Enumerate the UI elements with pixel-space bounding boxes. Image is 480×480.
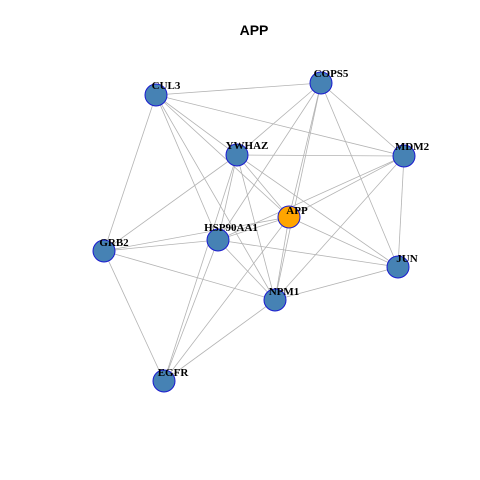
node-label-hsp90aa1: HSP90AA1 bbox=[204, 222, 258, 234]
node-npm1[interactable] bbox=[263, 288, 287, 312]
edge-grb2-egfr bbox=[103, 250, 165, 382]
edge-app-npm1 bbox=[274, 216, 290, 301]
edge-cul3-cops5 bbox=[155, 82, 322, 96]
edge-cul3-hsp90aa1 bbox=[155, 94, 219, 241]
node-app[interactable] bbox=[277, 205, 301, 229]
node-label-jun: JUN bbox=[396, 253, 417, 265]
edge-hsp90aa1-grb2 bbox=[103, 239, 219, 252]
edge-cops5-mdm2 bbox=[320, 82, 405, 157]
edge-mdm2-hsp90aa1 bbox=[217, 155, 405, 241]
edge-cul3-mdm2 bbox=[155, 94, 405, 157]
node-label-app: APP bbox=[286, 205, 308, 217]
node-egfr[interactable] bbox=[152, 369, 176, 393]
edge-cul3-npm1 bbox=[155, 94, 276, 301]
edge-cops5-ywhaz bbox=[236, 82, 322, 156]
edge-hsp90aa1-jun bbox=[217, 239, 399, 268]
edge-cops5-jun bbox=[320, 82, 399, 268]
edge-layer bbox=[103, 82, 405, 382]
edge-app-egfr bbox=[163, 216, 290, 382]
node-label-mdm2: MDM2 bbox=[395, 141, 430, 153]
node-label-ywhaz: YWHAZ bbox=[226, 140, 269, 152]
node-cul3[interactable] bbox=[144, 83, 168, 107]
edge-ywhaz-app bbox=[236, 154, 290, 218]
edge-mdm2-jun bbox=[397, 155, 405, 268]
edge-grb2-npm1 bbox=[103, 250, 276, 301]
node-label-cul3: CUL3 bbox=[152, 80, 181, 92]
edge-cul3-ywhaz bbox=[155, 94, 238, 156]
edge-ywhaz-hsp90aa1 bbox=[217, 154, 238, 241]
edge-hsp90aa1-npm1 bbox=[217, 239, 276, 301]
node-label-grb2: GRB2 bbox=[99, 237, 129, 249]
edge-ywhaz-egfr bbox=[163, 154, 238, 382]
node-jun[interactable] bbox=[386, 255, 410, 279]
node-layer bbox=[92, 71, 416, 393]
graph-title: APP bbox=[240, 22, 269, 38]
node-mdm2[interactable] bbox=[392, 144, 416, 168]
edge-cul3-grb2 bbox=[103, 94, 157, 252]
edge-npm1-egfr bbox=[163, 299, 276, 382]
node-hsp90aa1[interactable] bbox=[206, 228, 230, 252]
node-label-egfr: EGFR bbox=[158, 367, 190, 379]
edge-ywhaz-mdm2 bbox=[236, 154, 405, 157]
edge-mdm2-npm1 bbox=[274, 155, 405, 301]
edge-ywhaz-jun bbox=[236, 154, 399, 268]
node-grb2[interactable] bbox=[92, 239, 116, 263]
node-label-cops5: COPS5 bbox=[314, 68, 349, 80]
edge-npm1-jun bbox=[274, 266, 399, 301]
edge-cops5-npm1 bbox=[274, 82, 322, 301]
node-ywhaz[interactable] bbox=[225, 143, 249, 167]
edge-app-hsp90aa1 bbox=[217, 216, 290, 241]
edge-app-jun bbox=[288, 216, 399, 268]
edge-cops5-hsp90aa1 bbox=[217, 82, 322, 241]
edge-ywhaz-grb2 bbox=[103, 154, 238, 252]
node-label-npm1: NPM1 bbox=[269, 286, 300, 298]
edge-app-grb2 bbox=[103, 216, 290, 252]
edge-cul3-app bbox=[155, 94, 290, 218]
edge-mdm2-app bbox=[288, 155, 405, 218]
edge-hsp90aa1-egfr bbox=[163, 239, 219, 382]
node-cops5[interactable] bbox=[309, 71, 333, 95]
